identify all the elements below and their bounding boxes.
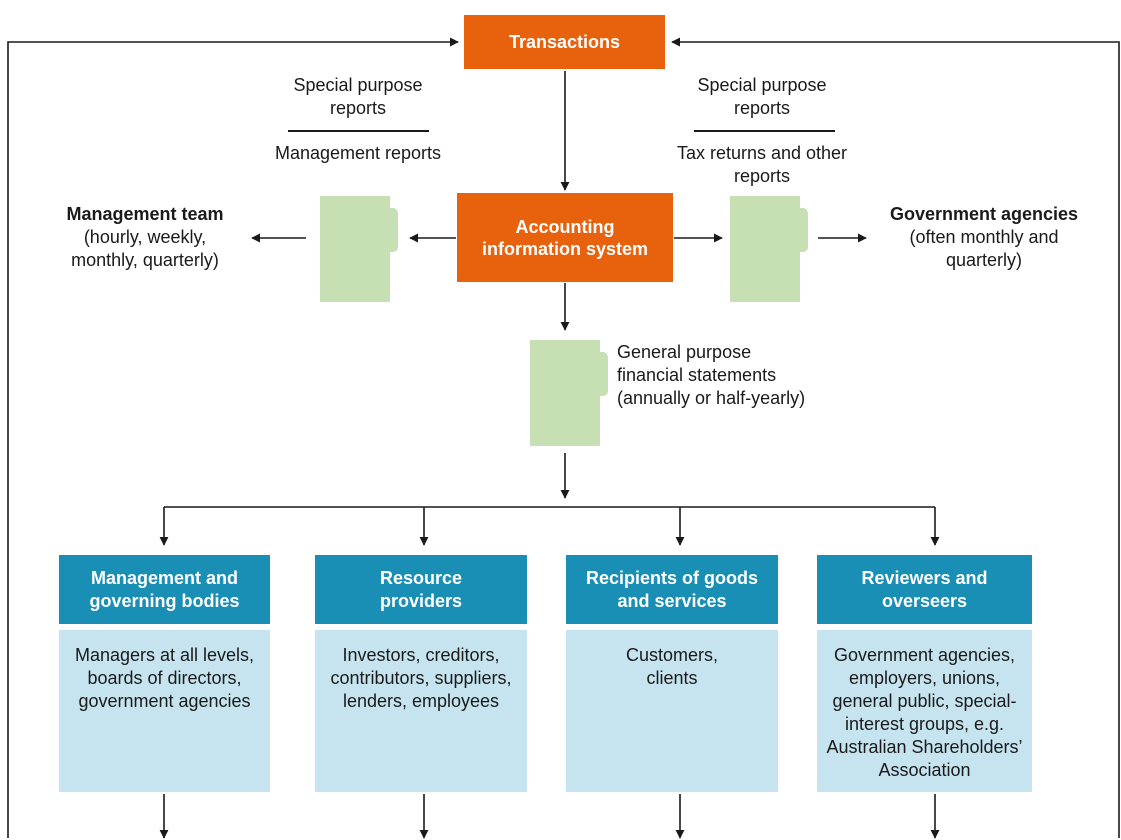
general-purpose-caption: General purpose financial statements (an… (617, 342, 806, 408)
user-group-body-label: Managers at all levels, boards of direct… (74, 645, 255, 711)
user-group-body-recipients: Customers, clients (566, 630, 778, 792)
ais-label: Accounting information system (481, 216, 649, 259)
management-reports-caption: Management reports (274, 143, 442, 163)
user-group-header-label: Recipients of goods and services (585, 567, 758, 611)
user-group-header-label: Resource providers (379, 567, 463, 611)
user-group-body-resource-providers: Investors, creditors, contributors, supp… (315, 630, 527, 792)
transactions-box: Transactions (464, 15, 665, 69)
user-group-header-reviewers: Reviewers and overseers (817, 555, 1032, 624)
user-group-body-label: Customers, clients (625, 645, 719, 688)
user-group-body-label: Investors, creditors, contributors, supp… (330, 645, 512, 711)
user-group-header-label: Management and governing bodies (89, 567, 240, 611)
right-special-purpose-caption: Special purpose reports (697, 75, 827, 118)
government-agencies-block: Government agencies (often monthly and q… (868, 203, 1100, 272)
government-agencies-detail: (often monthly and quarterly) (909, 227, 1059, 270)
transactions-label: Transactions (508, 32, 621, 52)
feedback-loop-left (7, 37, 459, 838)
left-special-purpose-caption: Special purpose reports (293, 75, 423, 118)
management-team-title: Management team (66, 204, 224, 224)
user-group-header-label: Reviewers and overseers (861, 567, 988, 611)
tax-returns-caption: Tax returns and other reports (676, 143, 848, 186)
feedback-loop-right (671, 37, 1120, 838)
ais-box: Accounting information system (457, 193, 673, 282)
government-agencies-title: Government agencies (889, 204, 1079, 224)
management-team-block: Management team (hourly, weekly, monthly… (40, 203, 250, 272)
management-team-detail: (hourly, weekly, monthly, quarterly) (71, 227, 219, 270)
right-caption-divider (694, 130, 835, 132)
user-group-header-resource-providers: Resource providers (315, 555, 527, 624)
left-caption-divider (288, 130, 429, 132)
user-group-header-management: Management and governing bodies (59, 555, 270, 624)
user-group-header-recipients: Recipients of goods and services (566, 555, 778, 624)
user-group-body-management: Managers at all levels, boards of direct… (59, 630, 270, 792)
user-group-body-label: Government agencies, employers, unions, … (826, 645, 1023, 780)
user-group-body-reviewers: Government agencies, employers, unions, … (817, 630, 1032, 792)
